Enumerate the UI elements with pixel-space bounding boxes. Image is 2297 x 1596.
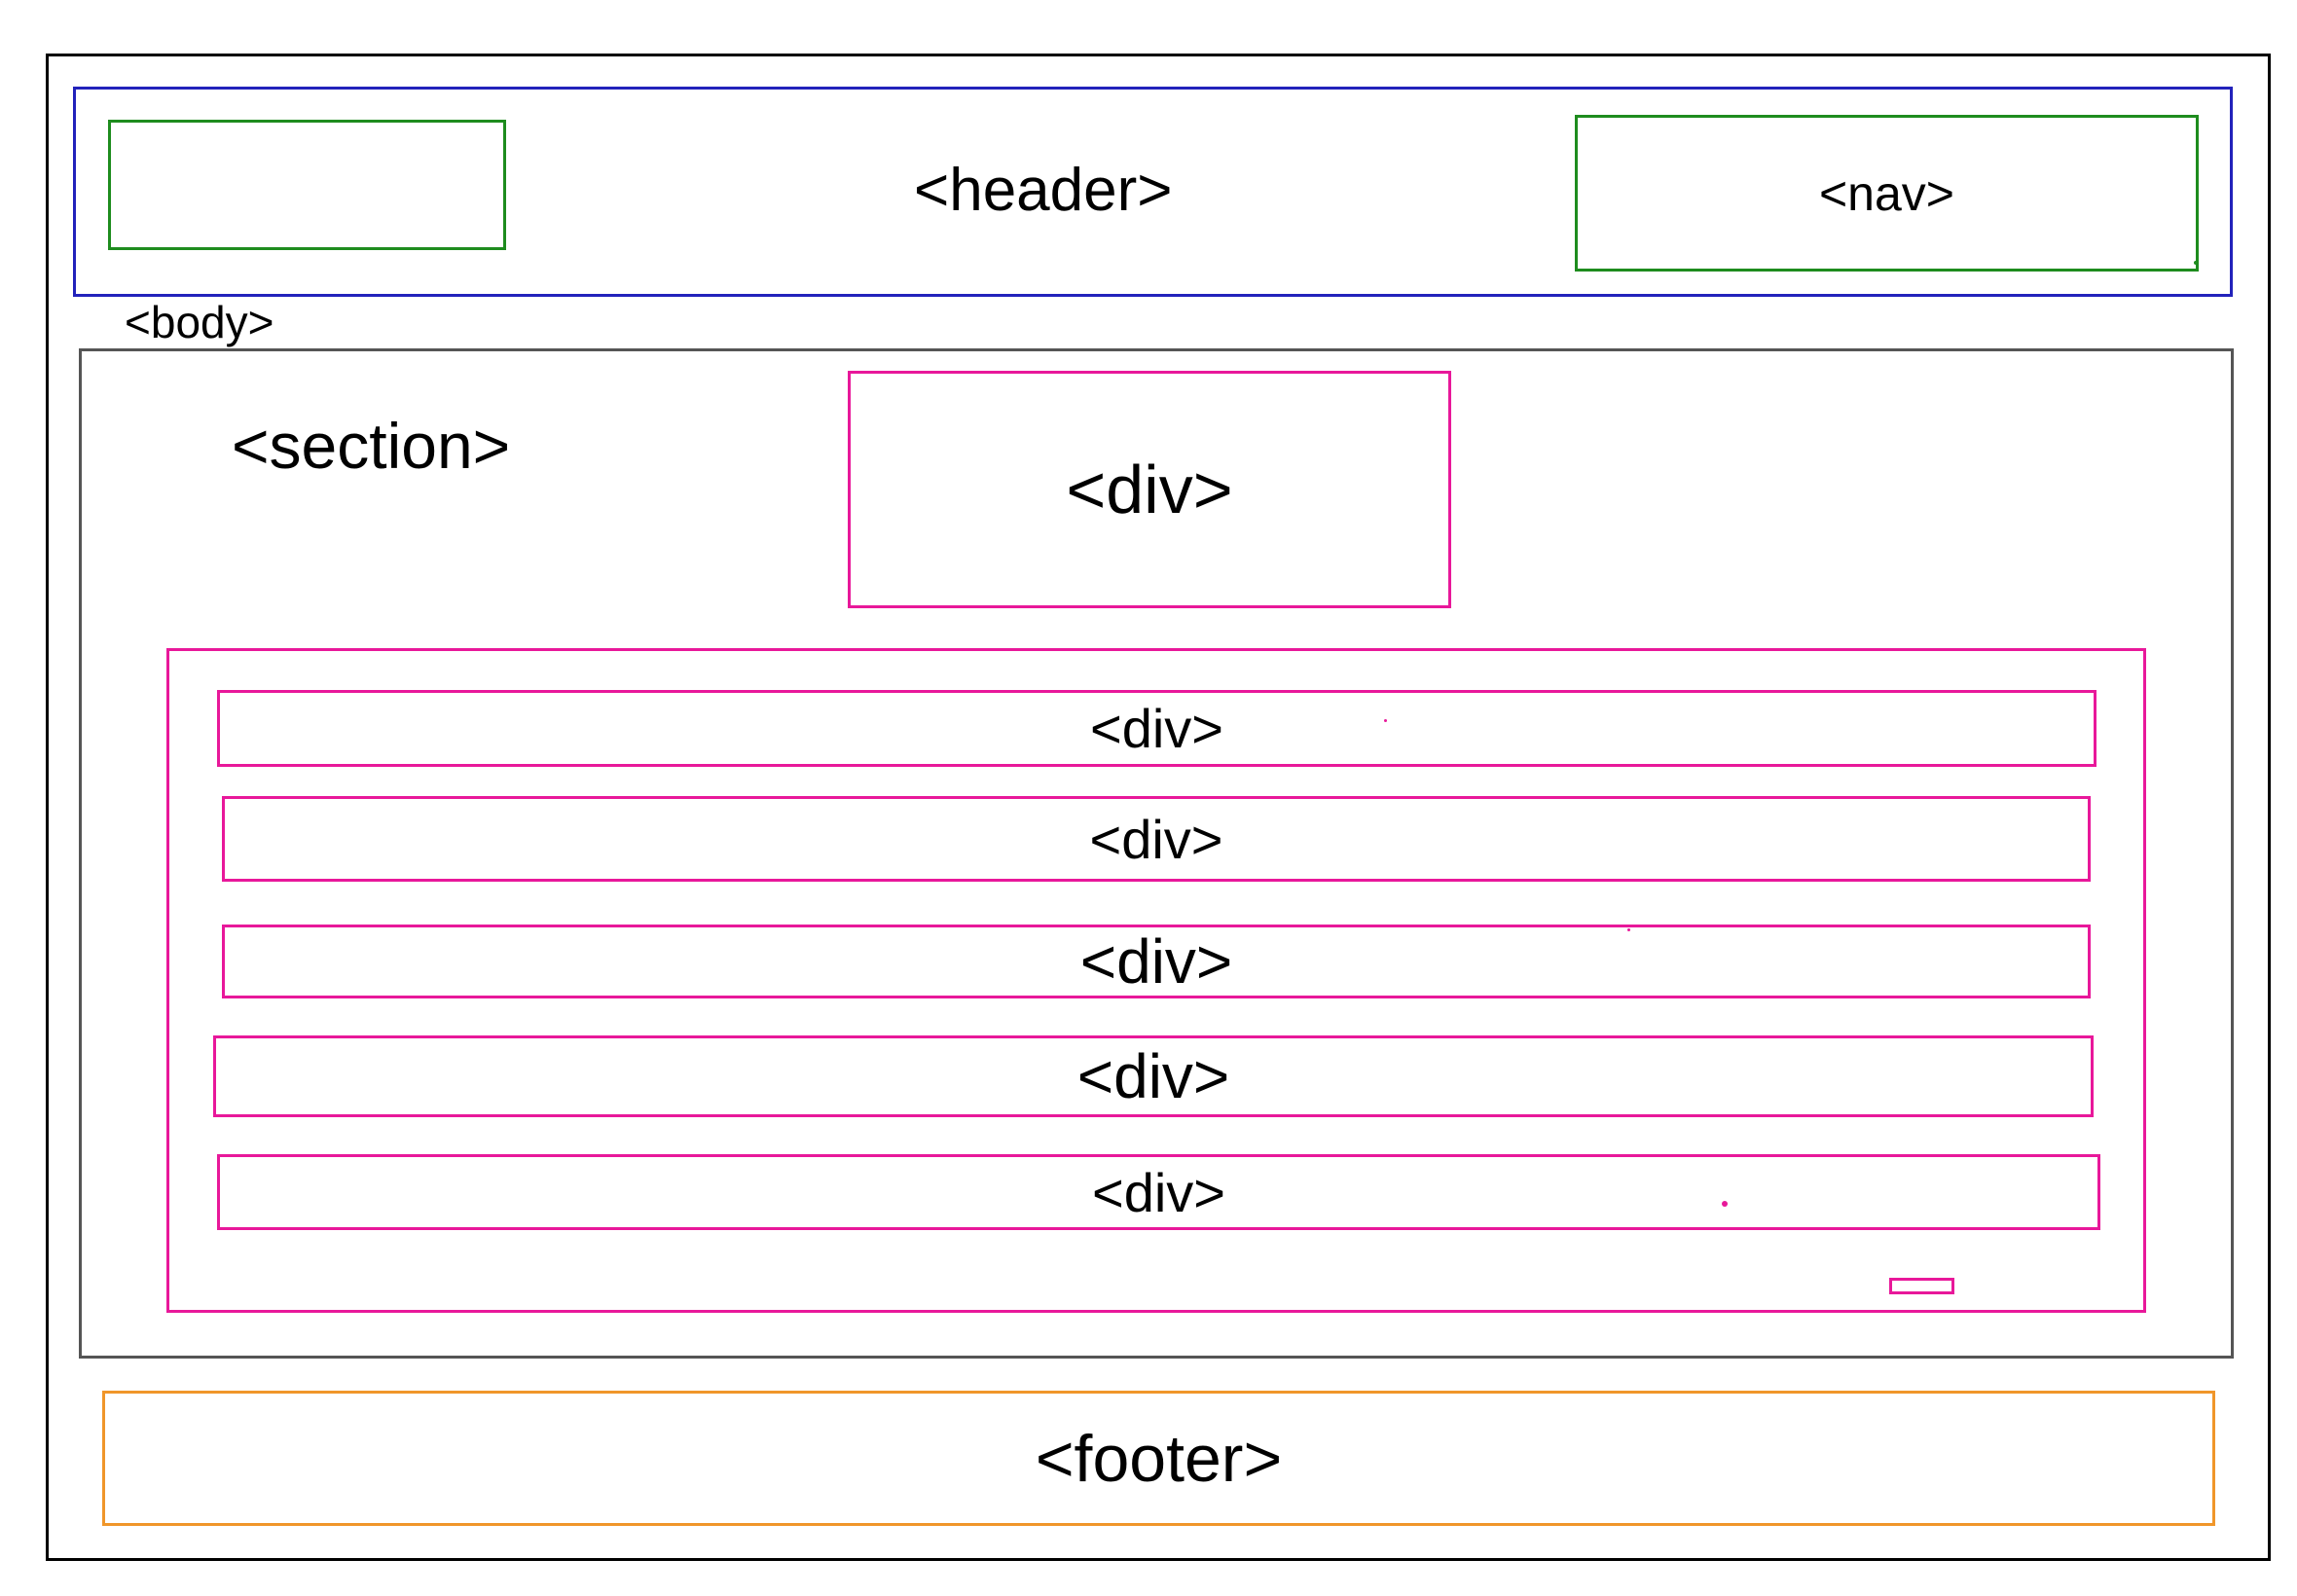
body-box [79, 348, 2234, 1359]
footer-label: <footer> [1035, 1421, 1283, 1496]
page-frame [46, 54, 2271, 1561]
div-row-label: <div> [1090, 698, 1223, 759]
div-container-box [166, 648, 2146, 1313]
div-row: <div> [217, 690, 2096, 767]
nav-corner-mark [2194, 261, 2198, 265]
div-row: <div> [213, 1035, 2094, 1117]
div-row: <div> [222, 796, 2091, 882]
div-row-label: <div> [1092, 1161, 1225, 1223]
small-rect [1889, 1278, 1954, 1294]
stray-mark [1384, 719, 1387, 722]
nav-label: <nav> [1818, 165, 1954, 221]
section-label: <section> [232, 410, 511, 482]
nav-box: <nav> [1575, 115, 2199, 272]
div-row-label: <div> [1089, 808, 1223, 870]
header-box [73, 87, 2233, 297]
header-label: <header> [914, 157, 1173, 224]
div-row: <div> [222, 925, 2091, 998]
stray-mark [1627, 928, 1630, 931]
body-label: <body> [125, 297, 274, 347]
div-row-label: <div> [1076, 1041, 1230, 1111]
stray-mark [1722, 1201, 1728, 1207]
top-div-label: <div> [1066, 452, 1233, 527]
div-row-label: <div> [1079, 926, 1233, 997]
top-div-box: <div> [848, 371, 1451, 608]
div-row: <div> [217, 1154, 2100, 1230]
footer-box: <footer> [102, 1391, 2215, 1526]
logo-box [108, 120, 506, 250]
